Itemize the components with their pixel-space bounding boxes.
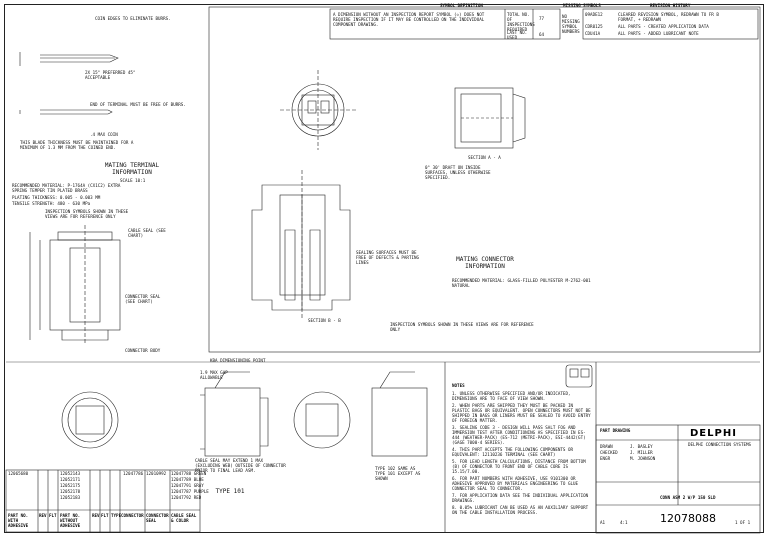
terminal-info-title: MATING TERMINAL INFORMATION: [104, 162, 160, 176]
end-terminal-note: END OF TERMINAL MUST BE FREE OF BURRS.: [90, 102, 186, 107]
note-item: 1. UNLESS OTHERWISE SPECIFIED AND/OR IND…: [452, 391, 571, 401]
connector-inspection: INSPECTION SYMBOLS SHOWN IN THESE VIEWS …: [390, 322, 534, 332]
table-cell: 12047786: [123, 471, 144, 476]
blade-thickness-note: THIS BLADE THICKNESS MUST BE MAINTAINED …: [20, 140, 134, 150]
note-item: 3. SEALING CODE 3 - DESIGN WILL PASS SAL…: [452, 425, 586, 445]
table-header: CABLE SEAL & COLOR: [171, 513, 197, 523]
table-cell: 12047789 BLUE: [171, 477, 204, 482]
signoff-drawn-role: DRAWN: [600, 444, 613, 449]
signoff-checked-name: J. MILLER: [630, 450, 653, 455]
connector-material: RECOMMENDED MATERIAL: GLASS-FILLED POLYE…: [452, 278, 591, 288]
total-inspections-label: TOTAL NO. OF INSPECTIONS REQUIRED: [507, 12, 535, 32]
section-bb-label: SECTION B - B: [308, 318, 341, 323]
revision-desc-1: ALL PARTS - CREATED APPLICATION DATA: [618, 24, 709, 29]
terminal-scale: SCALE 10:1: [120, 178, 146, 183]
missing-symbols-header: MISSING SYMBOLS: [563, 3, 601, 8]
cable-seal-exit-label: CABLE SEAL MAY EXTEND 1 MAX (EXCLUDING W…: [195, 458, 286, 473]
revision-desc-0: CLEARED REVISION SYMBOL, REDRAWN TO FR B…: [618, 12, 719, 22]
note-item: 6. FOR PART NUMBERS WITH ADHESIVE, USE 9…: [452, 476, 579, 491]
table-cell: 12052143: [60, 471, 81, 476]
sheet-number: 1 OF 1: [735, 520, 751, 525]
notes-list: 1. UNLESS OTHERWISE SPECIFIED AND/OR IND…: [452, 391, 592, 517]
symbol-def-text: A DIMENSION WITHOUT AN INSPECTION REPORT…: [333, 12, 485, 27]
revision-desc-2: ALL PARTS - ADDED LUBRICANT NOTE: [618, 31, 699, 36]
table-header: FLT: [101, 513, 109, 518]
table-cell: 12065680: [8, 471, 29, 476]
drawing-title: CONN ASM 2 W/P 150 SLD: [660, 495, 716, 500]
table-cell: 12047791 GRAY: [171, 483, 204, 488]
symbol-def-header: SYMBOL DEFINITION: [440, 3, 483, 8]
table-header: REV: [92, 513, 100, 518]
table-cell: 12052183: [60, 495, 81, 500]
gap-label: 1.9 MAX GAP ALLOWABLE: [200, 370, 228, 380]
draft-note: 0° 30' DRAFT ON INSIDE SURFACES, UNLESS …: [425, 165, 491, 180]
type102-label: TYPE 102 SAME AS TYPE 101 EXCEPT AS SHOW…: [375, 466, 421, 481]
connector-info-title: MATING CONNECTOR INFORMATION: [456, 256, 514, 270]
terminal-material: RECOMMENDED MATERIAL: P-1764A (CX1C2) EX…: [12, 183, 121, 193]
table-cell: 12047788 GREEN: [171, 471, 207, 476]
signoff-drawn-name: J. BASLEY: [630, 444, 653, 449]
table-header: PART NO. WITH ADHESIVE: [8, 513, 29, 528]
revision-rev-1: CDR0125: [585, 24, 603, 29]
section-aa-label: SECTION A - A: [468, 155, 501, 160]
connector-body-label: CONNECTOR BODY: [125, 348, 161, 353]
note-item: 5. FOR LEAD LENGTH CALCULATIONS, DISTANC…: [452, 459, 586, 474]
coin-edges-note: COIN EDGES TO ELIMINATE BURRS.: [95, 16, 171, 21]
terminal-tensile: TENSILE STRENGTH: 480 - 630 MPa: [12, 201, 91, 206]
drawing-size: A1: [600, 520, 606, 525]
table-cell: 12052175: [60, 483, 81, 488]
table-cell: 12047787 PURPLE: [171, 489, 209, 494]
cable-seal-label: CABLE SEAL (SEE CHART): [128, 228, 166, 238]
table-header: TYPE: [111, 513, 122, 518]
angle-note: 2X 15° PREFERRED 45° ACCEPTABLE: [85, 70, 136, 80]
division-name: DELPHI CONNECTION SYSTEMS: [688, 442, 752, 447]
drawing-scale: 4:1: [620, 520, 628, 525]
part-number: 12078088: [660, 512, 716, 525]
last-used-value: 64: [539, 32, 545, 37]
notes-header: NOTES: [452, 383, 465, 388]
table-header: CONNECTOR: [121, 513, 144, 518]
revision-rev-2: CDU41A: [585, 31, 601, 36]
table-cell: 12047792 RED: [171, 495, 202, 500]
note-item: 8. 0.05% LUBRICANT CAN BE USED AS AN AUX…: [452, 505, 589, 515]
missing-symbols-value: NO MISSING SYMBOL NUMBERS: [562, 14, 580, 34]
table-cell: 12052178: [60, 489, 81, 494]
kba-label: KBA DIMENSIONING POINT: [210, 358, 266, 363]
table-cell: 12010992: [146, 471, 167, 476]
connector-seal-label: CONNECTOR SEAL (SEE CHART): [125, 294, 161, 304]
signoff-engr-name: M. JOHNSON: [630, 456, 656, 461]
revision-rev-0: 09ADE12: [585, 12, 603, 17]
table-header: REV: [39, 513, 47, 518]
part-drawing-label: PART DRAWING: [600, 428, 631, 433]
table-header: FLT: [49, 513, 57, 518]
revision-header: REVISION HISTORY: [650, 3, 691, 8]
note-item: 7. FOR APPLICATION DATA SEE THE INDIVIDU…: [452, 493, 589, 503]
type101-label: TYPE 101: [215, 488, 245, 495]
signoff-checked-role: CHECKED: [600, 450, 618, 455]
note-item: 4. THIS PART ACCEPTS THE FOLLOWING COMPO…: [452, 447, 574, 457]
table-header: PART NO. WITHOUT ADHESIVE: [60, 513, 81, 528]
last-used-label: LAST NO. USED: [507, 30, 528, 40]
note-item: 2. WHEN PARTS ARE SHIPPED THEY MUST BE P…: [452, 403, 591, 423]
table-cell: 12052171: [60, 477, 81, 482]
drawing-sheet: [4, 4, 764, 533]
total-inspections-value: 77: [539, 16, 545, 21]
signoff-engr-role: ENGR: [600, 456, 611, 461]
terminal-inspection: INSPECTION SYMBOLS SHOWN IN THESE VIEWS …: [45, 209, 129, 219]
sealing-note: SEALING SURFACES MUST BE FREE OF DEFECTS…: [356, 250, 420, 265]
max-coin-note: .4 MAX COIN: [90, 132, 118, 137]
table-header: CONNECTOR SEAL: [146, 513, 169, 523]
company-logo: DELPHI: [690, 428, 737, 439]
terminal-plating: PLATING THICKNESS: 0.005 - 0.003 MM: [12, 195, 101, 200]
